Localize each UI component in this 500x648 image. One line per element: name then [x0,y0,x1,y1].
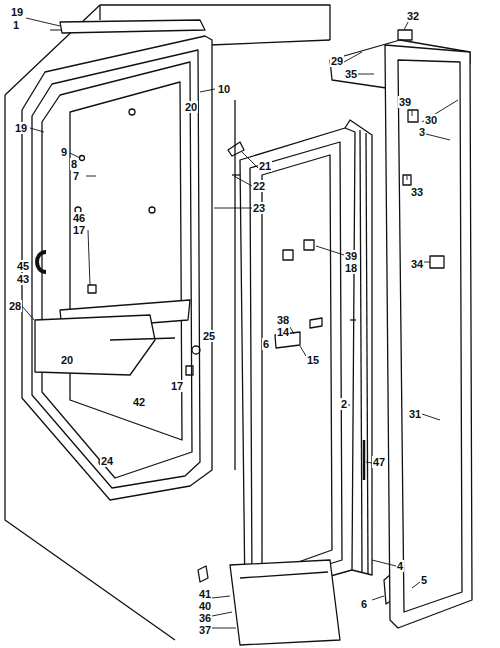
callout-number: 40 [198,600,212,612]
callout-number: 32 [406,10,420,22]
callout-number: 19 [14,122,28,134]
callout-number: 19 [10,6,24,18]
callout-number: 39 [398,96,412,108]
callout-number: 9 [60,146,68,158]
callout-number: 10 [217,83,231,95]
door-panel [330,30,472,628]
callout-number: 5 [420,574,428,586]
door-frame [198,120,414,645]
callout-number: 24 [100,455,114,467]
callout-number: 21 [258,160,272,172]
callout-number: 8 [70,158,78,170]
callout-number: 17 [72,224,86,236]
callout-number: 45 [16,260,30,272]
callout-number: 23 [252,202,266,214]
callout-number: 3 [418,126,426,138]
callout-number: 39 [344,250,358,262]
callout-number: 30 [424,114,438,126]
callout-number: 37 [198,624,212,636]
callout-number: 36 [198,612,212,624]
callout-number: 35 [344,68,358,80]
callout-number: 25 [202,330,216,342]
callout-number: 42 [132,396,146,408]
callout-number: 2 [340,398,348,410]
leader-lines [22,18,458,628]
callout-number: 4 [396,560,404,572]
callout-number: 38 [276,314,290,326]
callout-number: 28 [8,300,22,312]
callout-number: 20 [184,101,198,113]
callout-number: 15 [306,354,320,366]
callout-number: 34 [410,258,424,270]
callout-number: 6 [360,598,368,610]
callout-number: 46 [72,212,86,224]
callout-number: 20 [60,354,74,366]
callout-number: 33 [410,186,424,198]
callout-number: 31 [408,408,422,420]
callout-number: 43 [16,273,30,285]
door-liner [22,20,244,500]
callout-number: 1 [12,19,20,31]
callout-number: 41 [198,588,212,600]
callout-number: 22 [252,180,266,192]
callout-number: 17 [170,380,184,392]
callout-number: 7 [72,170,80,182]
callout-number: 14 [276,326,290,338]
callout-number: 29 [330,55,344,67]
callout-number: 18 [344,262,358,274]
callout-number: 6 [262,338,270,350]
callout-number: 47 [372,456,386,468]
